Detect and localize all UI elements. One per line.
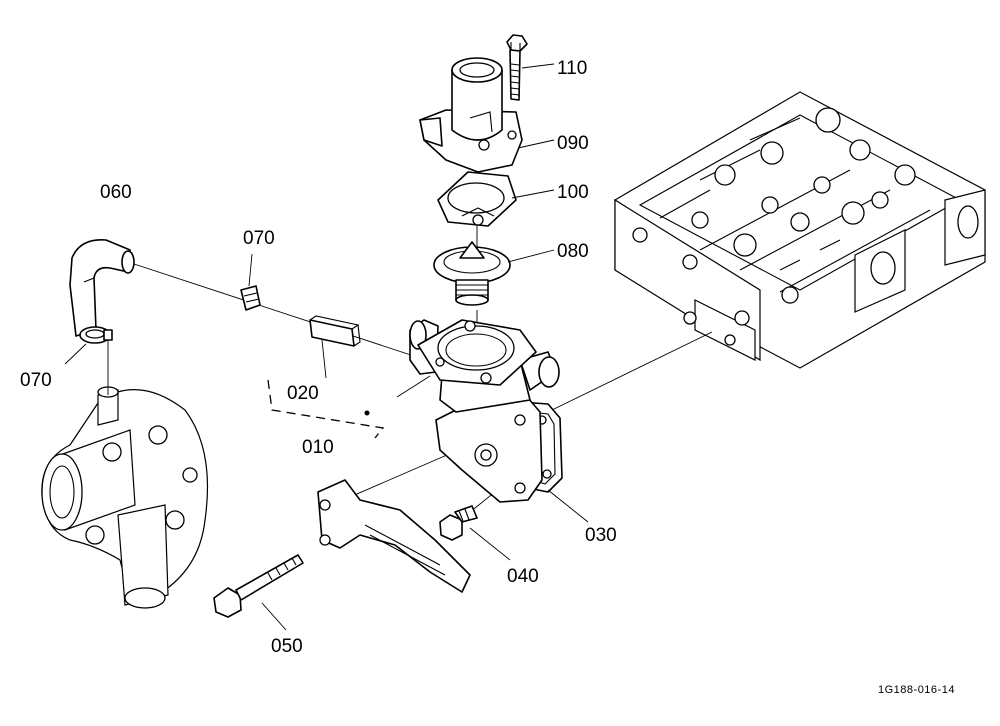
callout-050: 050 bbox=[271, 636, 303, 657]
callout-090: 090 bbox=[557, 133, 589, 154]
assembly-group-bracket-010 bbox=[267, 379, 385, 439]
thermostat-080 bbox=[433, 241, 511, 306]
pipe-020 bbox=[309, 315, 361, 347]
callout-leaders bbox=[64, 63, 589, 631]
hose-clamp-070-upper bbox=[240, 285, 261, 311]
bolt-110 bbox=[506, 34, 528, 101]
thermostat-housing-010 bbox=[409, 319, 560, 503]
gasket-100 bbox=[437, 171, 517, 227]
figure-reference-code: 1G188-016-14 bbox=[878, 684, 955, 696]
callout-040: 040 bbox=[507, 566, 539, 587]
hose-clamp-070-lower bbox=[79, 326, 113, 344]
mounting-bracket bbox=[317, 479, 471, 593]
callout-070-lower: 070 bbox=[20, 370, 52, 391]
callout-010: 010 bbox=[302, 437, 334, 458]
callout-030: 030 bbox=[585, 525, 617, 546]
hose-060 bbox=[69, 239, 135, 337]
callout-100: 100 bbox=[557, 182, 589, 203]
bolt-050 bbox=[213, 554, 304, 618]
water-pump bbox=[41, 386, 209, 609]
cylinder-head bbox=[614, 91, 986, 369]
callout-020: 020 bbox=[287, 383, 319, 404]
callout-110: 110 bbox=[557, 58, 587, 79]
callout-070-upper: 070 bbox=[243, 228, 275, 249]
thermostat-cover-090 bbox=[419, 57, 523, 173]
group-marker-dot bbox=[364, 410, 370, 416]
bolt-040 bbox=[439, 505, 478, 541]
callout-060: 060 bbox=[100, 182, 132, 203]
callout-080: 080 bbox=[557, 241, 589, 262]
